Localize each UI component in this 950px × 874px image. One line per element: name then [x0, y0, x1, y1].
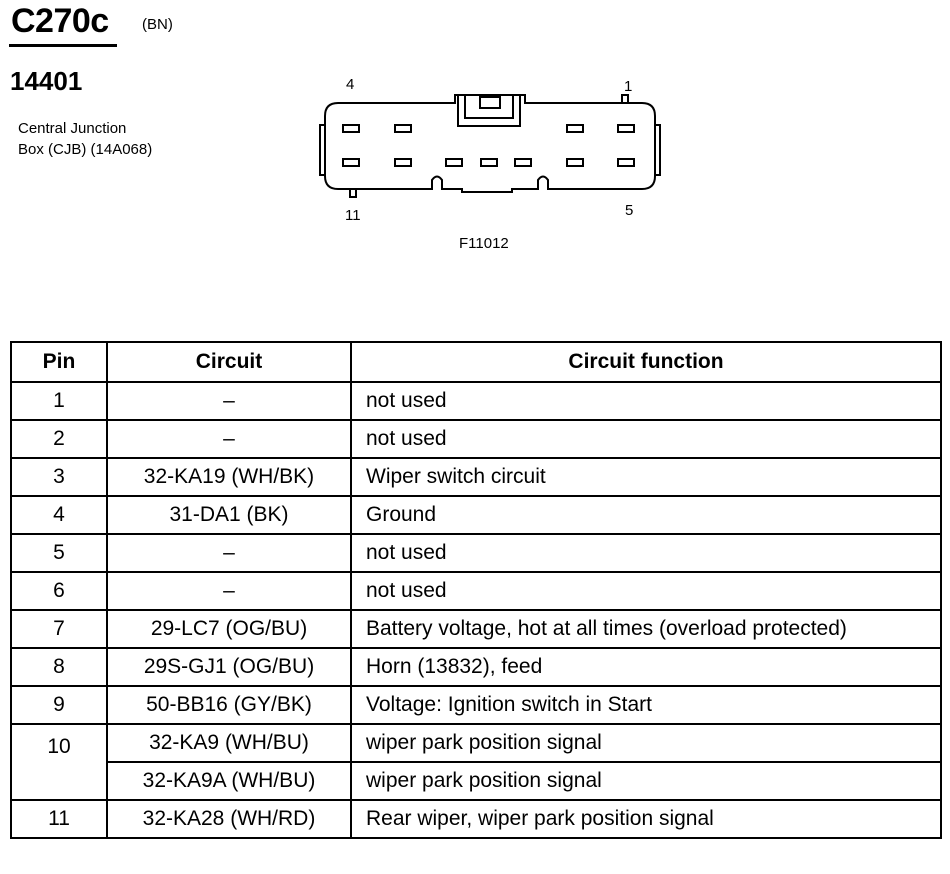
table-row: 6 – not used	[10, 571, 942, 611]
connector-face-diagram	[319, 94, 661, 198]
circuit-id: 32-KA9 (WH/BU)	[106, 723, 352, 763]
circuit-function: Rear wiper, wiper park position signal	[350, 799, 942, 839]
circuit-function: Horn (13832), feed	[350, 647, 942, 687]
circuit-id: –	[106, 381, 352, 421]
pin-number: 5	[10, 533, 108, 573]
pin-number: 11	[10, 799, 108, 839]
pin-number: 3	[10, 457, 108, 497]
circuit-function: wiper park position signal	[350, 723, 942, 763]
title-underline	[9, 44, 117, 47]
table-row: 5 – not used	[10, 533, 942, 573]
circuit-function: not used	[350, 533, 942, 573]
table-row: 32-KA9A (WH/BU) wiper park position sign…	[11, 761, 942, 801]
pin-label-5: 5	[625, 202, 634, 219]
figure-id: F11012	[459, 235, 509, 252]
connector-title: C270c	[11, 2, 109, 40]
pin-label-1: 1	[624, 78, 633, 95]
circuit-id: 32-KA9A (WH/BU)	[106, 761, 352, 801]
header-circuit: Circuit	[106, 341, 352, 383]
circuit-id: 50-BB16 (GY/BK)	[106, 685, 352, 725]
pin-number: 6	[10, 571, 108, 611]
table-row: 8 29S-GJ1 (OG/BU) Horn (13832), feed	[10, 647, 942, 687]
pin-number: 8	[10, 647, 108, 687]
pin-number: 4	[10, 495, 108, 535]
circuit-function: Voltage: Ignition switch in Start	[350, 685, 942, 725]
circuit-id: 29-LC7 (OG/BU)	[106, 609, 352, 649]
circuit-function: not used	[350, 381, 942, 421]
pin-label-11: 11	[345, 207, 361, 224]
pinout-table: Pin Circuit Circuit function 1 – not use…	[10, 341, 942, 839]
table-row: 1 – not used	[10, 381, 942, 421]
table-row: 2 – not used	[10, 419, 942, 459]
circuit-function: not used	[350, 419, 942, 459]
pin-number: 10	[10, 723, 108, 801]
table-row: 4 31-DA1 (BK) Ground	[10, 495, 942, 535]
table-row: 9 50-BB16 (GY/BK) Voltage: Ignition swit…	[10, 685, 942, 725]
table-header-row: Pin Circuit Circuit function	[10, 341, 942, 383]
circuit-id: –	[106, 419, 352, 459]
table-row: 11 32-KA28 (WH/RD) Rear wiper, wiper par…	[10, 799, 942, 839]
pin-number: 7	[10, 609, 108, 649]
component-description: Central Junction Box (CJB) (14A068)	[18, 118, 152, 160]
table-row: 3 32-KA19 (WH/BK) Wiper switch circuit	[10, 457, 942, 497]
table-row: 7 29-LC7 (OG/BU) Battery voltage, hot at…	[10, 609, 942, 649]
circuit-id: 29S-GJ1 (OG/BU)	[106, 647, 352, 687]
part-number: 14401	[10, 66, 83, 96]
pin-label-4: 4	[346, 76, 355, 93]
circuit-id: 31-DA1 (BK)	[106, 495, 352, 535]
circuit-id: –	[106, 571, 352, 611]
circuit-id: 32-KA28 (WH/RD)	[106, 799, 352, 839]
connector-color-code: (BN)	[142, 16, 173, 33]
circuit-id: –	[106, 533, 352, 573]
circuit-function: Wiper switch circuit	[350, 457, 942, 497]
circuit-function: not used	[350, 571, 942, 611]
pin-number: 9	[10, 685, 108, 725]
table-row: 10 32-KA9 (WH/BU) wiper park position si…	[10, 723, 942, 801]
header-function: Circuit function	[350, 341, 942, 383]
circuit-function: wiper park position signal	[350, 761, 942, 801]
description-line-1: Central Junction	[18, 120, 127, 137]
pin-number: 1	[10, 381, 108, 421]
pin-number: 2	[10, 419, 108, 459]
circuit-function: Ground	[350, 495, 942, 535]
circuit-id: 32-KA19 (WH/BK)	[106, 457, 352, 497]
header-pin: Pin	[10, 341, 108, 383]
circuit-function: Battery voltage, hot at all times (overl…	[350, 609, 942, 649]
description-line-2: Box (CJB) (14A068)	[18, 141, 153, 158]
